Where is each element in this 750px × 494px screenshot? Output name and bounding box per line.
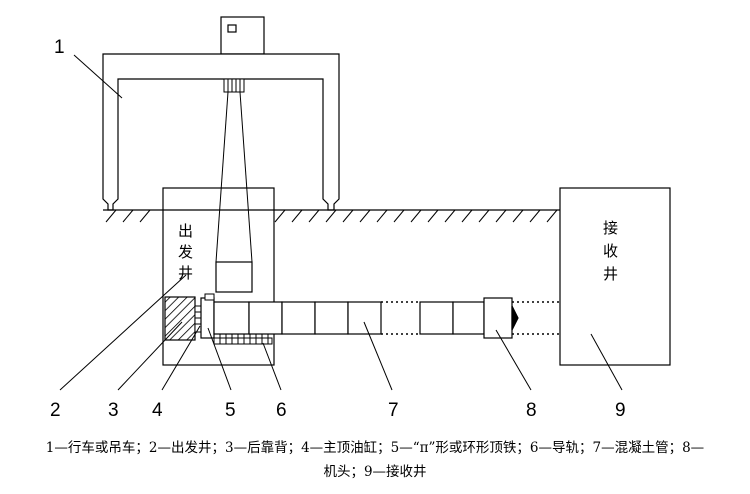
figure-caption: 1—行车或吊车；2—出发井；3—后靠背；4—主顶油缸；5—“π”形或环形顶铁；6… — [0, 438, 750, 482]
starting-shaft — [162, 187, 275, 366]
receiving-shaft — [559, 187, 671, 366]
callout-4: 4 — [152, 400, 163, 421]
hoist-cable — [215, 91, 253, 263]
thrust-ring — [200, 297, 215, 339]
thrust-ring-collar — [204, 293, 215, 301]
guide-rail — [213, 334, 273, 345]
tunneling-head — [483, 297, 519, 339]
svg-text:井: 井 — [178, 264, 193, 282]
starting-shaft-label: 出 发 井 — [178, 222, 193, 282]
callout-2: 2 — [50, 400, 61, 421]
ground-surface — [103, 209, 560, 223]
callout-1: 1 — [54, 37, 65, 58]
callout-3: 3 — [108, 400, 119, 421]
receiving-shaft-label: 接 收 井 — [603, 219, 618, 283]
pipe-gap-dots — [381, 301, 560, 335]
svg-text:收: 收 — [603, 242, 618, 260]
caption-line-2: 机头；9—接收井 — [323, 464, 427, 480]
back-wall — [164, 296, 196, 341]
hoisted-pipe — [215, 261, 253, 293]
svg-text:出: 出 — [178, 222, 193, 240]
callout-6: 6 — [276, 400, 287, 421]
caption-line-1: 1—行车或吊车；2—出发井；3—后靠背；4—主顶油缸；5—“π”形或环形顶铁；6… — [45, 440, 705, 456]
callout-8: 8 — [526, 400, 537, 421]
callout-numbers: 1 2 3 4 5 6 7 8 9 — [50, 37, 626, 421]
svg-text:发: 发 — [178, 243, 193, 261]
svg-text:接: 接 — [603, 219, 618, 237]
callout-5: 5 — [225, 400, 236, 421]
leader-lines — [59, 54, 623, 391]
callout-9: 9 — [615, 400, 626, 421]
main-jack — [194, 305, 202, 333]
svg-text:井: 井 — [603, 265, 618, 283]
concrete-pipes — [213, 301, 485, 335]
gantry-crane — [102, 16, 340, 211]
callout-7: 7 — [388, 400, 399, 421]
hoist-trolley — [223, 78, 245, 93]
